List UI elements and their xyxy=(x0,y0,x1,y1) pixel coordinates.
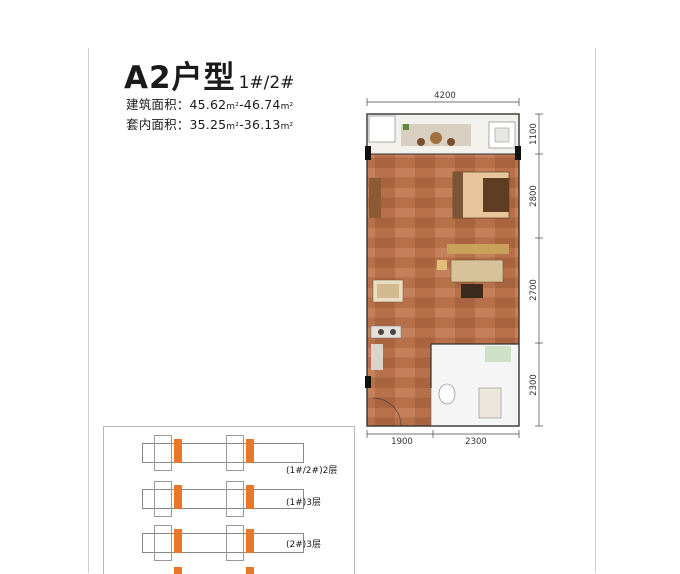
unit-highlight xyxy=(174,529,182,553)
unit-highlight xyxy=(174,485,182,509)
key-plan: (1#/2#)2层 (1#)3层 (2#)3层 xyxy=(103,426,355,574)
building-area-unit-2: m² xyxy=(280,102,294,112)
unit-highlight xyxy=(246,567,254,574)
key-plan-row xyxy=(142,435,304,471)
floor-plan: 4200 1100 2800 2700 2300 1900 2300 xyxy=(365,91,543,447)
dim-right-3: 2700 xyxy=(529,279,539,301)
key-plan-label-1: (1#/2#)2层 xyxy=(286,466,338,476)
building-area-end: -46.74 xyxy=(239,97,281,112)
dimension-bottom: 1900 2300 xyxy=(366,430,520,447)
key-plan-row xyxy=(142,525,304,561)
building-numbers: 1#/2# xyxy=(238,73,295,93)
dim-right-2: 2800 xyxy=(529,185,539,207)
unit-highlight xyxy=(174,439,182,463)
left-guide-line xyxy=(88,48,89,573)
unit-highlight xyxy=(174,567,182,574)
key-plan-label-2: (1#)3层 xyxy=(286,498,322,508)
entry-door-swing xyxy=(372,397,402,427)
inner-area-end: -36.13 xyxy=(239,117,281,132)
balcony xyxy=(366,113,520,155)
dim-right-4: 2300 xyxy=(529,374,539,396)
key-plan-row xyxy=(142,481,304,517)
unit-type-name: A2户型 xyxy=(124,60,236,96)
walls xyxy=(365,113,521,427)
dimension-top: 4200 xyxy=(366,91,520,106)
unit-highlight xyxy=(246,529,254,553)
wardrobe xyxy=(369,178,381,218)
inner-area: 套内面积：35.25m²-36.13m² xyxy=(126,114,293,133)
bed xyxy=(452,171,510,219)
dim-top-label: 4200 xyxy=(434,91,456,101)
inner-area-unit: m² xyxy=(226,122,240,132)
key-plan-row xyxy=(142,567,302,574)
sofa-group xyxy=(437,244,509,298)
dimension-right: 1100 2800 2700 2300 xyxy=(529,113,543,427)
building-area: 建筑面积：45.62m²-46.74m² xyxy=(126,94,293,113)
dim-right-1: 1100 xyxy=(529,123,539,145)
inner-area-label: 套内面积：35.25 xyxy=(126,117,227,132)
inner-area-unit-2: m² xyxy=(280,122,294,132)
building-area-unit: m² xyxy=(226,102,240,112)
key-plan-label-3: (2#)3层 xyxy=(286,540,322,550)
bathroom xyxy=(430,343,520,427)
dim-bottom-2: 2300 xyxy=(465,437,487,447)
building-area-label: 建筑面积：45.62 xyxy=(126,97,227,112)
dining-set xyxy=(372,279,404,303)
kitchenette xyxy=(370,325,402,370)
unit-highlight xyxy=(246,485,254,509)
dim-bottom-1: 1900 xyxy=(391,437,413,447)
right-guide-line xyxy=(595,48,596,573)
unit-highlight xyxy=(246,439,254,463)
